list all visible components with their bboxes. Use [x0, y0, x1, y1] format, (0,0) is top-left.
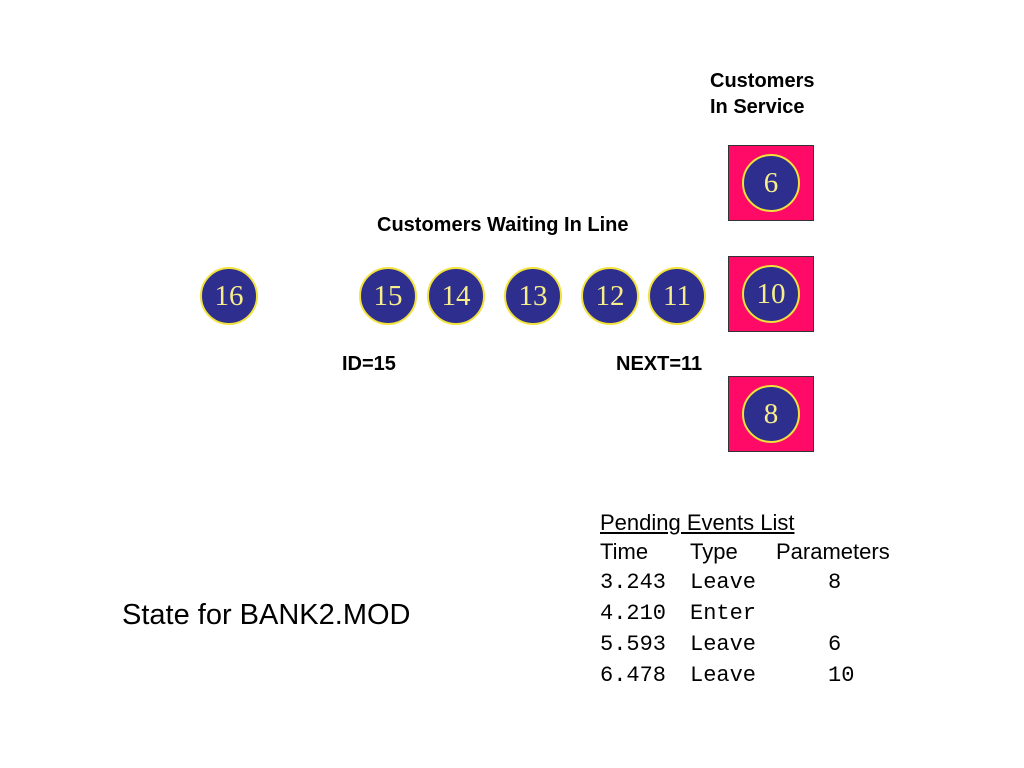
server-box-3: 8: [728, 376, 814, 452]
pending-events-list: Pending Events List Time Type Parameters…: [600, 509, 930, 691]
event-time: 5.593: [600, 632, 667, 657]
column-header-time: Time: [600, 539, 649, 564]
event-time: 4.210: [600, 601, 667, 626]
event-row: 5.593 Leave 6: [600, 629, 930, 660]
column-header-parameters: Parameters: [776, 539, 890, 564]
event-type: Leave: [690, 570, 757, 595]
server-customer-circle: 6: [742, 154, 800, 212]
queue-customer-circle: 15: [359, 267, 417, 325]
server-box-1: 6: [728, 145, 814, 221]
queue-customer-circle: 13: [504, 267, 562, 325]
queue-customer-circle: 14: [427, 267, 485, 325]
slide-title: State for BANK2.MOD: [122, 599, 411, 631]
event-param: 10: [828, 663, 855, 688]
server-customer-circle: 10: [742, 265, 800, 323]
event-param: 8: [828, 570, 842, 595]
event-type: Leave: [690, 663, 757, 688]
arriving-customer-circle: 16: [200, 267, 258, 325]
waiting-line-label: Customers Waiting In Line: [377, 214, 629, 236]
column-header-type: Type: [690, 539, 738, 564]
event-time: 3.243: [600, 570, 667, 595]
event-row: 6.478 Leave 10: [600, 660, 930, 691]
next-label: NEXT=11: [616, 353, 703, 375]
queue-customer-circle: 11: [648, 267, 706, 325]
event-param: 6: [828, 632, 842, 657]
event-row: 3.243 Leave 8: [600, 567, 930, 598]
server-customer-circle: 8: [742, 385, 800, 443]
pending-events-heading: Pending Events List: [600, 510, 795, 535]
in-service-label: Customers In Service: [710, 68, 814, 120]
event-time: 6.478: [600, 663, 667, 688]
in-service-label-line1: Customers: [710, 70, 815, 92]
event-type: Leave: [690, 632, 757, 657]
id-label: ID=15: [342, 353, 396, 375]
event-row: 4.210 Enter: [600, 598, 930, 629]
server-box-2: 10: [728, 256, 814, 332]
event-type: Enter: [690, 601, 757, 626]
in-service-label-line2: In Service: [710, 96, 805, 118]
queue-customer-circle: 12: [581, 267, 639, 325]
pending-events-columns: Time Type Parameters: [600, 537, 930, 567]
